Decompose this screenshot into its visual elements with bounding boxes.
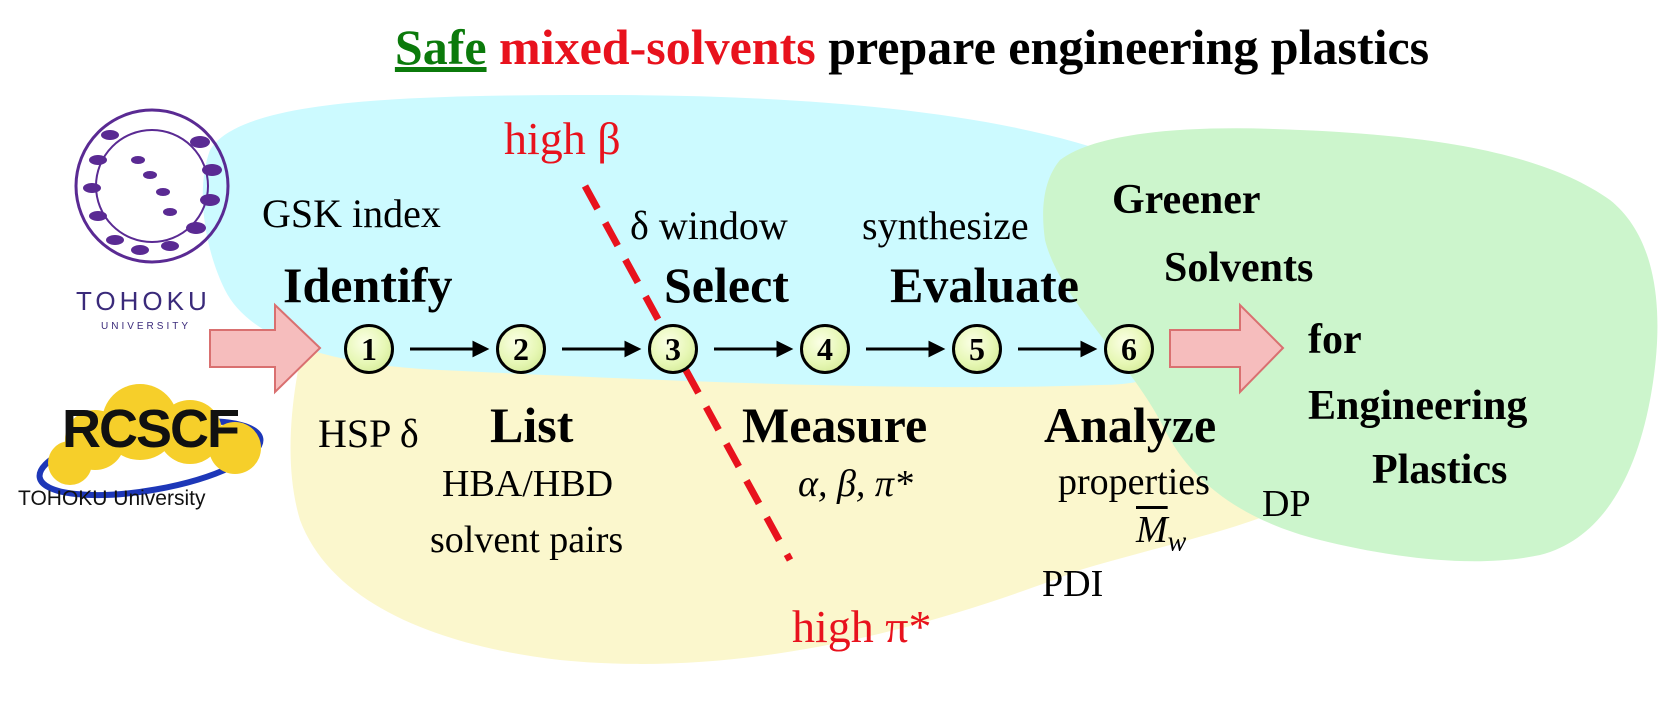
title-safe: Safe [394,19,487,75]
title-rest: prepare engineering plastics [828,19,1430,75]
step-2-circle: 2 [496,324,546,374]
title-mixed-solvents: mixed-solvents [499,19,816,75]
output-arrow [1169,302,1285,395]
step-3-label-select: Select [664,257,789,313]
step-2-note-hba-hbd: HBA/HBD [442,463,614,505]
mw-subscript: w [1167,526,1187,558]
step-6-note-properties: properties [1058,461,1210,503]
step-4-note-params: α, β, π* [798,463,913,505]
tohoku-logo-mark [74,108,230,264]
step-5-label-evaluate: Evaluate [890,257,1079,313]
page-title: Safe mixed-solvents prepare engineering … [0,18,1674,76]
step-2-note-solvent-pairs: solvent pairs [430,519,624,561]
step-1-note-gsk: GSK index [262,191,441,236]
high-beta-label: high β [504,113,621,164]
step-4-circle: 4 [800,324,850,374]
cyan-region [202,95,1204,388]
high-beta-pi-dashed-line [581,184,794,562]
input-arrow [209,302,322,395]
tohoku-logo-name: TOHOKU [76,286,211,316]
step-1-note-hsp: HSP δ [318,411,419,456]
step-6-circle: 6 [1104,324,1154,374]
step-1-label-identify: Identify [283,257,453,313]
outcome-line-5: Plastics [1372,447,1508,493]
mw-symbol: M [1136,509,1168,551]
step-6-note-pdi: PDI [1042,563,1104,605]
step-6-label-analyze: Analyze [1044,397,1217,453]
step-6-note-mw: Mw [1136,508,1186,559]
high-pi-label: high π* [792,601,932,652]
green-region [1043,128,1658,562]
outcome-line-2: Solvents [1164,245,1314,291]
step-6-note-dp: DP [1262,483,1311,525]
rcscf-logo-sub: TOHOKU University [18,487,206,510]
step-2-label-list: List [490,397,574,453]
step-3-note-window: δ window [630,203,788,248]
step-1-circle: 1 [344,324,394,374]
step-5-circle: 5 [952,324,1002,374]
outcome-line-4: Engineering [1308,383,1528,429]
rcscf-logo-mark [36,384,264,499]
outcome-line-3: for [1308,317,1362,363]
tohoku-logo-sub: UNIVERSITY [101,321,192,332]
yellow-region [290,312,1346,664]
step-4-label-measure: Measure [742,397,928,453]
outcome-line-1: Greener [1112,177,1261,223]
step-3-circle: 3 [648,324,698,374]
step-connectors [410,340,1098,358]
rcscf-logo-name: RCSCF [62,399,240,459]
step-5-note-synthesize: synthesize [862,203,1029,248]
